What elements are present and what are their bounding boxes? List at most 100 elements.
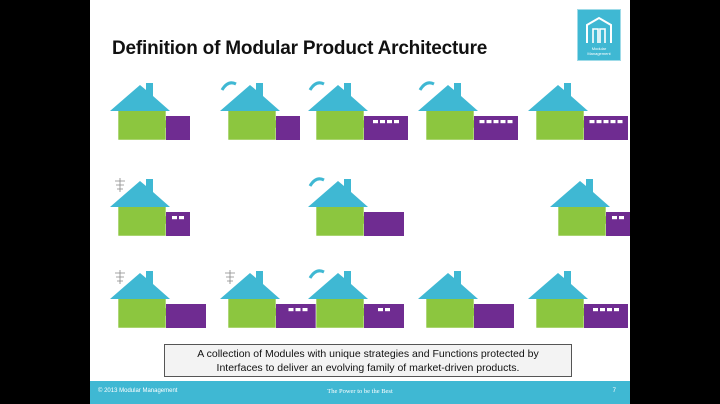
house-9 [110, 270, 206, 329]
module-window [486, 120, 492, 124]
caption-line-1: A collection of Modules with unique stra… [197, 348, 539, 360]
house-body [425, 109, 479, 141]
module-window [596, 120, 602, 124]
module-window [479, 120, 485, 124]
module-block [474, 116, 518, 140]
house-body [227, 109, 281, 141]
slide: Definition of Modular Product Architectu… [90, 0, 630, 404]
house-roof [550, 179, 610, 207]
slide-title: Definition of Modular Product Architectu… [112, 38, 488, 59]
house-roof [528, 271, 588, 299]
company-logo: Modular Management [577, 9, 621, 61]
module-block [166, 212, 190, 236]
house-body [117, 109, 171, 141]
module-window [172, 216, 177, 220]
module-window [380, 120, 385, 124]
module-window [179, 216, 184, 220]
house-roof [110, 179, 170, 207]
module-block [474, 304, 514, 328]
footer-bar: © 2013 Modular Management The Power to b… [90, 381, 630, 404]
module-block [276, 304, 320, 328]
house-body [557, 205, 611, 237]
module-window [493, 120, 499, 124]
module-block [584, 304, 628, 328]
satellite-dish-icon [418, 81, 435, 91]
tv-antenna-icon [115, 270, 125, 284]
module-block [364, 304, 404, 328]
module-window [387, 120, 392, 124]
definition-caption: A collection of Modules with unique stra… [164, 344, 572, 377]
satellite-dish-icon [308, 269, 325, 279]
house-3 [308, 81, 408, 141]
house-roof [220, 83, 280, 111]
satellite-dish-icon [308, 177, 325, 187]
house-roof [528, 83, 588, 111]
module-window [603, 120, 609, 124]
module-window [610, 120, 616, 124]
module-window [500, 120, 506, 124]
satellite-dish-icon [308, 81, 325, 91]
module-block [276, 116, 300, 140]
tv-antenna-icon [115, 178, 125, 192]
house-body [227, 297, 281, 329]
house-body [315, 205, 369, 237]
tv-antenna-icon [225, 270, 235, 284]
house-body [117, 205, 171, 237]
module-block [364, 212, 404, 236]
house-8 [550, 179, 630, 237]
house-roof [220, 271, 280, 299]
module-block [166, 116, 190, 140]
house-roof [308, 271, 368, 299]
module-window [378, 308, 383, 312]
house-4 [418, 81, 518, 141]
house-13 [528, 271, 628, 329]
logo-text-line1: Modular [591, 46, 607, 51]
house-variants-grid [110, 81, 630, 329]
module-window [607, 308, 612, 312]
module-block [166, 304, 206, 328]
caption-line-2: Interfaces to deliver an evolving family… [216, 362, 520, 374]
house-11 [308, 269, 404, 329]
house-body [315, 297, 369, 329]
module-window [295, 308, 301, 312]
module-window [385, 308, 390, 312]
module-window [614, 308, 619, 312]
house-body [117, 297, 171, 329]
footer-copyright: © 2013 Modular Management [98, 388, 178, 394]
page-number: 7 [612, 388, 616, 394]
house-1 [110, 83, 190, 141]
house-body [535, 297, 589, 329]
logo-text-line2: Management [587, 51, 611, 56]
house-12 [418, 271, 514, 329]
module-block [584, 116, 628, 140]
house-body [315, 109, 369, 141]
module-window [373, 120, 378, 124]
house-body [425, 297, 479, 329]
house-body [535, 109, 589, 141]
house-roof [110, 271, 170, 299]
house-10 [220, 270, 320, 329]
house-roof [418, 83, 478, 111]
footer-tagline: The Power to be the Best [327, 388, 393, 395]
house-roof [308, 179, 368, 207]
module-window [600, 308, 605, 312]
module-window [507, 120, 513, 124]
house-frame-logo-icon [586, 16, 612, 43]
house-2 [220, 81, 300, 141]
module-window [593, 308, 598, 312]
house-roof [308, 83, 368, 111]
module-window [288, 308, 294, 312]
module-window [619, 216, 624, 220]
module-window [394, 120, 399, 124]
house-roof [110, 83, 170, 111]
house-6 [110, 178, 190, 237]
house-5 [528, 83, 628, 141]
module-window [589, 120, 595, 124]
house-7 [308, 177, 404, 237]
module-window [302, 308, 308, 312]
module-block [364, 116, 408, 140]
module-window [617, 120, 623, 124]
module-block [606, 212, 630, 236]
house-roof [418, 271, 478, 299]
module-window [612, 216, 617, 220]
